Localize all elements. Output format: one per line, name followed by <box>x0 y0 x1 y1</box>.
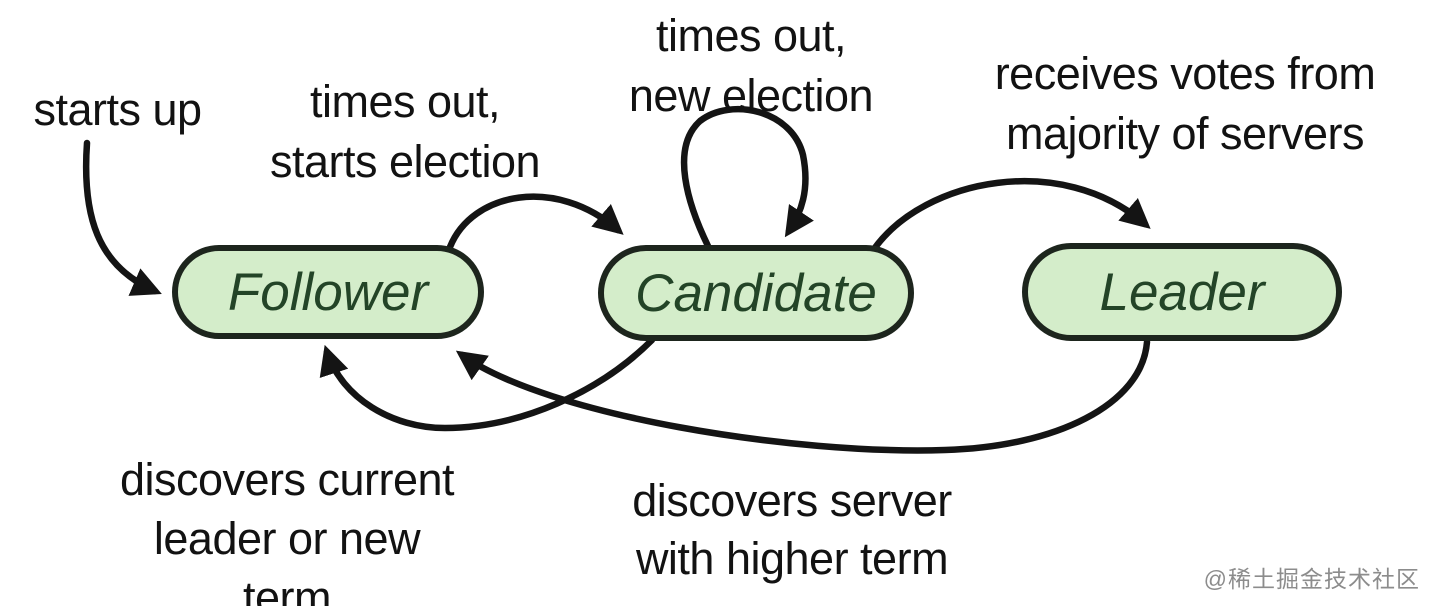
transition-label-receives-votes: receives votes from majority of servers <box>994 48 1376 159</box>
arrow-leader-to-follower <box>455 338 1151 454</box>
transition-label-times-out-new-election: times out, new election <box>628 10 874 121</box>
state-follower: Follower <box>172 245 484 339</box>
state-leader-label: Leader <box>1099 262 1265 322</box>
transition-label-discovers-server-higher-term: discovers server with higher term <box>632 475 952 584</box>
arrow-starts-up <box>82 139 162 296</box>
state-candidate-label: Candidate <box>635 263 877 323</box>
transition-label-times-out-starts-election: times out, starts election <box>269 76 541 187</box>
transition-label-discovers-current-leader: discovers current leader or new term <box>119 454 455 606</box>
state-leader: Leader <box>1022 243 1342 341</box>
state-follower-label: Follower <box>227 262 429 322</box>
arrow-follower-to-candidate <box>446 193 624 251</box>
transition-label-starts-up: starts up <box>33 84 202 135</box>
watermark: @稀土掘金技术社区 <box>1203 566 1420 592</box>
arrow-candidate-self-loop <box>680 105 814 250</box>
state-candidate: Candidate <box>598 245 914 341</box>
arrow-candidate-to-leader <box>870 177 1151 253</box>
arrow-candidate-to-follower <box>319 336 656 432</box>
